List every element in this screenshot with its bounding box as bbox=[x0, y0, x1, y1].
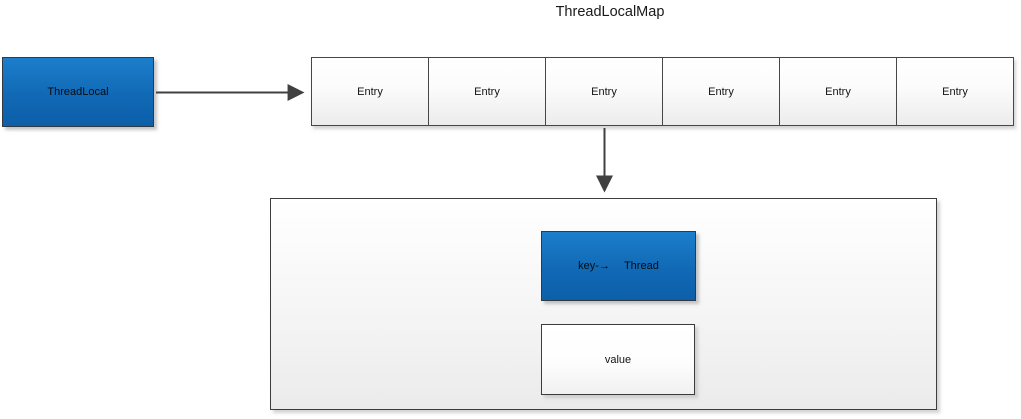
value-box: value bbox=[541, 324, 695, 395]
threadlocal-box: ThreadLocal bbox=[2, 57, 154, 127]
threadlocal-label: ThreadLocal bbox=[47, 86, 109, 98]
arrow-right-glyph: → bbox=[598, 260, 610, 272]
entry-cell: Entry bbox=[780, 58, 897, 125]
entry-cell: Entry bbox=[663, 58, 780, 125]
thread-label: Thread bbox=[623, 260, 659, 272]
key-label: key- bbox=[578, 260, 599, 272]
entry-cell: Entry bbox=[312, 58, 429, 125]
entry-detail-container: key-→ Thread value bbox=[270, 198, 937, 410]
value-label: value bbox=[604, 353, 632, 366]
entry-cell: Entry bbox=[546, 58, 663, 125]
entry-cell: Entry bbox=[942, 85, 968, 98]
entry-row: Entry Entry Entry Entry Entry Entry bbox=[311, 57, 1014, 126]
diagram-title: ThreadLocalMap bbox=[555, 4, 665, 20]
key-thread-box: key-→ Thread bbox=[541, 231, 696, 301]
entry-cell: Entry bbox=[429, 58, 546, 125]
